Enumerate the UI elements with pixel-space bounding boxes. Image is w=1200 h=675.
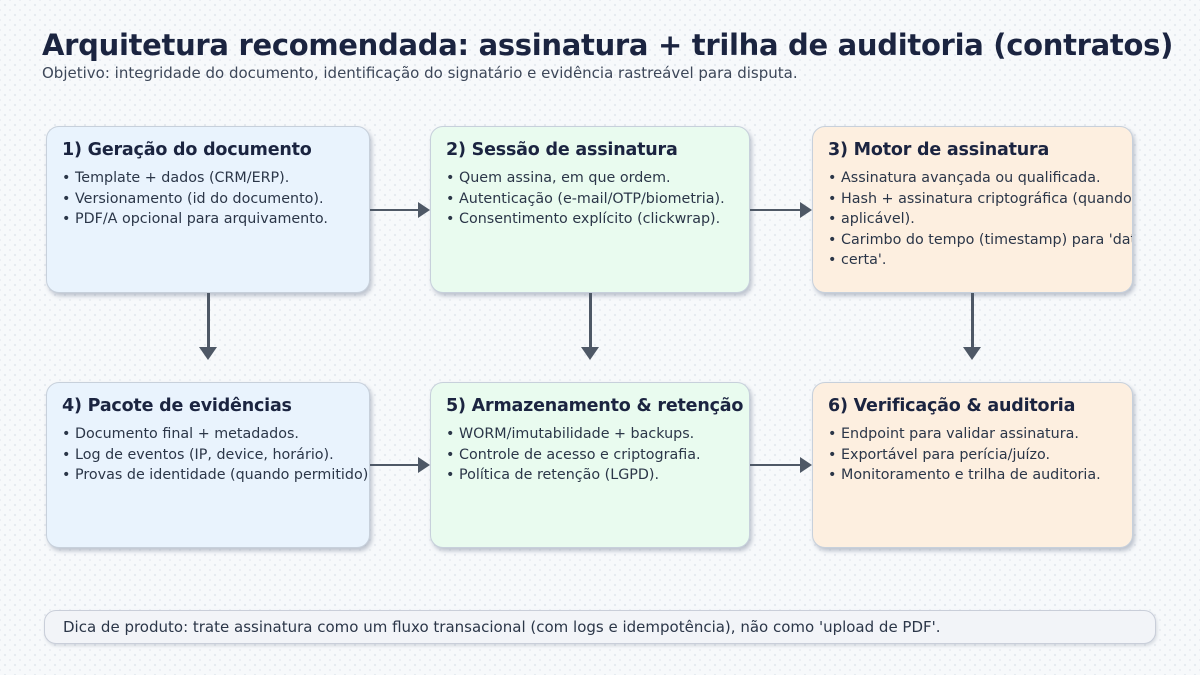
bullet-item: Consentimento explícito (clickwrap). xyxy=(446,209,735,230)
bullet-item: Carimbo do tempo (timestamp) para 'data xyxy=(828,230,1132,251)
arrow-head xyxy=(800,202,812,218)
step-box-title: 6) Verificação & auditoria xyxy=(828,396,1076,416)
bullet-item: Assinatura avançada ou qualificada. xyxy=(828,168,1118,189)
product-tip-banner: Dica de produto: trate assinatura como u… xyxy=(44,610,1156,644)
arrow-shaft xyxy=(750,208,801,212)
arrow-head xyxy=(963,347,981,360)
bullet-item: WORM/imutabilidade + backups. xyxy=(446,424,735,445)
step-box-document-generation: 1) Geração do documento Template + dados… xyxy=(46,126,370,293)
bullet-item: Endpoint para validar assinatura. xyxy=(828,424,1118,445)
step-box-verification-audit: 6) Verificação & auditoria Endpoint para… xyxy=(812,382,1133,548)
bullet-item: Documento final + metadados. xyxy=(62,424,355,445)
arrow-head xyxy=(581,347,599,360)
bullet-item: Autenticação (e-mail/OTP/biometria). xyxy=(446,189,735,210)
bullet-item: Monitoramento e trilha de auditoria. xyxy=(828,465,1118,486)
step-box-bullets: WORM/imutabilidade + backups. Controle d… xyxy=(446,424,735,486)
bullet-item: Log de eventos (IP, device, horário). xyxy=(62,445,355,466)
step-box-title: 5) Armazenamento & retenção xyxy=(446,396,744,416)
arrow-right-icon xyxy=(750,202,812,218)
arrow-head xyxy=(418,202,430,218)
arrow-right-icon xyxy=(370,457,430,473)
step-box-storage-retention: 5) Armazenamento & retenção WORM/imutabi… xyxy=(430,382,750,548)
step-box-signature-engine: 3) Motor de assinatura Assinatura avança… xyxy=(812,126,1133,293)
step-box-bullets: Assinatura avançada ou qualificada. Hash… xyxy=(828,168,1132,271)
bullet-item: Template + dados (CRM/ERP). xyxy=(62,168,355,189)
bullet-item: Política de retenção (LGPD). xyxy=(446,465,735,486)
bullet-item: Controle de acesso e criptografia. xyxy=(446,445,735,466)
step-box-bullets: Template + dados (CRM/ERP). Versionament… xyxy=(62,168,355,230)
step-box-bullets: Quem assina, em que ordem. Autenticação … xyxy=(446,168,735,230)
page-subtitle: Objetivo: integridade do documento, iden… xyxy=(42,64,798,82)
arrow-shaft xyxy=(588,293,592,348)
step-box-title: 2) Sessão de assinatura xyxy=(446,140,678,160)
arrow-shaft xyxy=(750,463,801,467)
arrow-down-icon xyxy=(199,293,217,360)
bullet-item: Provas de identidade (quando permitido). xyxy=(62,465,369,486)
arrow-right-icon xyxy=(750,457,812,473)
arrow-shaft xyxy=(370,463,419,467)
step-box-bullets: Endpoint para validar assinatura. Export… xyxy=(828,424,1118,486)
step-box-signature-session: 2) Sessão de assinatura Quem assina, em … xyxy=(430,126,750,293)
bullet-item: Hash + assinatura criptográfica (quando xyxy=(828,189,1132,210)
arrow-right-icon xyxy=(370,202,430,218)
arrow-head xyxy=(199,347,217,360)
bullet-item: certa'. xyxy=(828,250,1118,271)
bullet-item: aplicável). xyxy=(828,209,1118,230)
bullet-item: Versionamento (id do documento). xyxy=(62,189,355,210)
step-box-title: 1) Geração do documento xyxy=(62,140,312,160)
arrow-down-icon xyxy=(581,293,599,360)
arrow-shaft xyxy=(970,293,974,348)
arrow-head xyxy=(800,457,812,473)
page-title: Arquitetura recomendada: assinatura + tr… xyxy=(42,28,1174,62)
step-box-bullets: Documento final + metadados. Log de even… xyxy=(62,424,369,486)
arrow-shaft xyxy=(206,293,210,348)
step-box-evidence-package: 4) Pacote de evidências Documento final … xyxy=(46,382,370,548)
bullet-item: Quem assina, em que ordem. xyxy=(446,168,735,189)
step-box-title: 3) Motor de assinatura xyxy=(828,140,1050,160)
arrow-shaft xyxy=(370,208,419,212)
bullet-item: PDF/A opcional para arquivamento. xyxy=(62,209,355,230)
bullet-item: Exportável para perícia/juízo. xyxy=(828,445,1118,466)
arrow-down-icon xyxy=(963,293,981,360)
arrow-head xyxy=(418,457,430,473)
step-box-title: 4) Pacote de evidências xyxy=(62,396,292,416)
product-tip-text: Dica de produto: trate assinatura como u… xyxy=(63,618,941,636)
